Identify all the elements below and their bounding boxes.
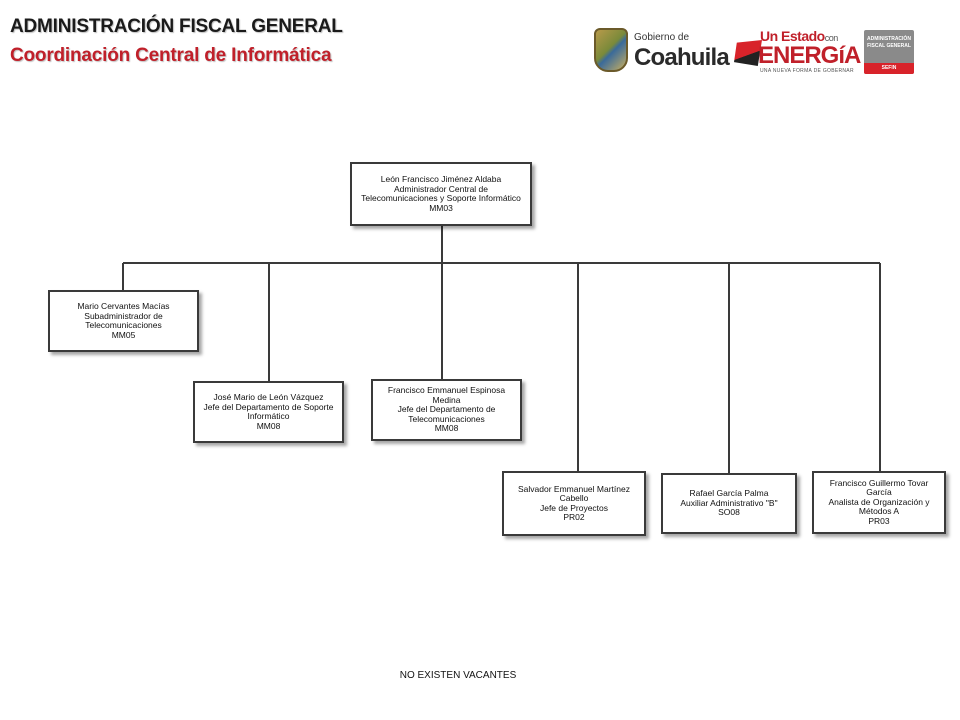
org-child-3-code: MM08 (434, 423, 459, 434)
sefin-logo: ADMINISTRACIÓN FISCAL GENERAL SEFIN (864, 30, 914, 74)
org-child-2-title-2: Informático (247, 411, 290, 421)
org-root-title-2: Telecomunicaciones y Soporte Informático (361, 193, 521, 203)
org-child-1-title-1: Subadministrador de (84, 310, 163, 321)
energia-logo-top: Un Estadocon (760, 28, 838, 44)
org-child-2-name: José Mario de León Vázquez (213, 392, 324, 402)
org-box-child-1: Mario Cervantes Macías Subadministrador … (48, 290, 199, 352)
energia-logo: Un Estadocon ENERGíA UNA NUEVA FORMA DE … (730, 26, 861, 78)
org-box-root: León Francisco Jiménez Aldaba Administra… (350, 162, 532, 226)
org-child-3-name-2: Medina (432, 394, 461, 405)
org-child-4-name-2: Cabello (559, 493, 589, 503)
org-child-1-name: Mario Cervantes Macías (77, 301, 170, 311)
energia-logo-top-small: con (824, 33, 839, 43)
org-child-6-title-2: Métodos A (858, 506, 900, 517)
org-root-title-1: Administrador Central de (393, 183, 488, 194)
org-box-child-2: José Mario de León Vázquez Jefe del Depa… (193, 381, 344, 443)
org-child-4-name-1: Salvador Emmanuel Martínez (518, 483, 630, 494)
org-child-2-title-1: Jefe del Departamento de Soporte (203, 401, 334, 412)
org-child-2-code: MM08 (256, 420, 281, 431)
energia-logo-tagline: UNA NUEVA FORMA DE GOBERNAR (760, 68, 854, 74)
org-child-1-code: MM05 (111, 329, 136, 340)
org-child-4-title-1: Jefe de Proyectos (539, 502, 609, 513)
coahuila-logo-main: Coahuila (634, 44, 730, 71)
sefin-logo-bar: SEFIN (864, 63, 914, 74)
org-child-6-code: PR03 (868, 515, 890, 526)
org-box-child-3: Francisco Emmanuel Espinosa Medina Jefe … (371, 379, 522, 441)
coahuila-logo-top: Gobierno de (634, 32, 690, 43)
coahuila-logo: Gobierno de Coahuila (590, 26, 730, 78)
org-child-6-name-2: García (866, 487, 892, 498)
energia-flag-icon (734, 40, 762, 66)
org-root-code: MM03 (429, 202, 453, 213)
org-box-child-5: Rafael García Palma Auxiliar Administrat… (661, 473, 797, 534)
org-child-6-title-1: Analista de Organización y (828, 496, 930, 507)
header-title: ADMINISTRACIÓN FISCAL GENERAL (10, 16, 343, 37)
energia-logo-main: ENERGíA (758, 42, 861, 69)
org-child-4-code: PR02 (563, 512, 585, 522)
org-root-name: León Francisco Jiménez Aldaba (380, 174, 502, 184)
coahuila-shield-icon (594, 28, 628, 72)
org-child-1-title-2: Telecomunicaciones (85, 320, 162, 330)
footer-note: NO EXISTEN VACANTES (399, 670, 517, 681)
org-child-6-name-1: Francisco Guillermo Tovar (829, 477, 929, 488)
org-child-3-name-1: Francisco Emmanuel Espinosa (387, 385, 506, 396)
org-box-child-6: Francisco Guillermo Tovar García Analist… (812, 471, 946, 534)
org-child-3-title-1: Jefe del Departamento de (397, 404, 496, 415)
org-box-child-4: Salvador Emmanuel Martínez Cabello Jefe … (502, 471, 646, 536)
org-child-3-title-2: Telecomunicaciones (408, 413, 485, 424)
sefin-logo-text: ADMINISTRACIÓN FISCAL GENERAL (867, 36, 911, 49)
org-child-5-code: SO08 (718, 507, 740, 518)
org-child-5-title-1: Auxiliar Administrativo "B" (680, 497, 778, 508)
header-subtitle: Coordinación Central de Informática (10, 45, 332, 66)
org-child-5-name: Rafael García Palma (689, 488, 769, 499)
